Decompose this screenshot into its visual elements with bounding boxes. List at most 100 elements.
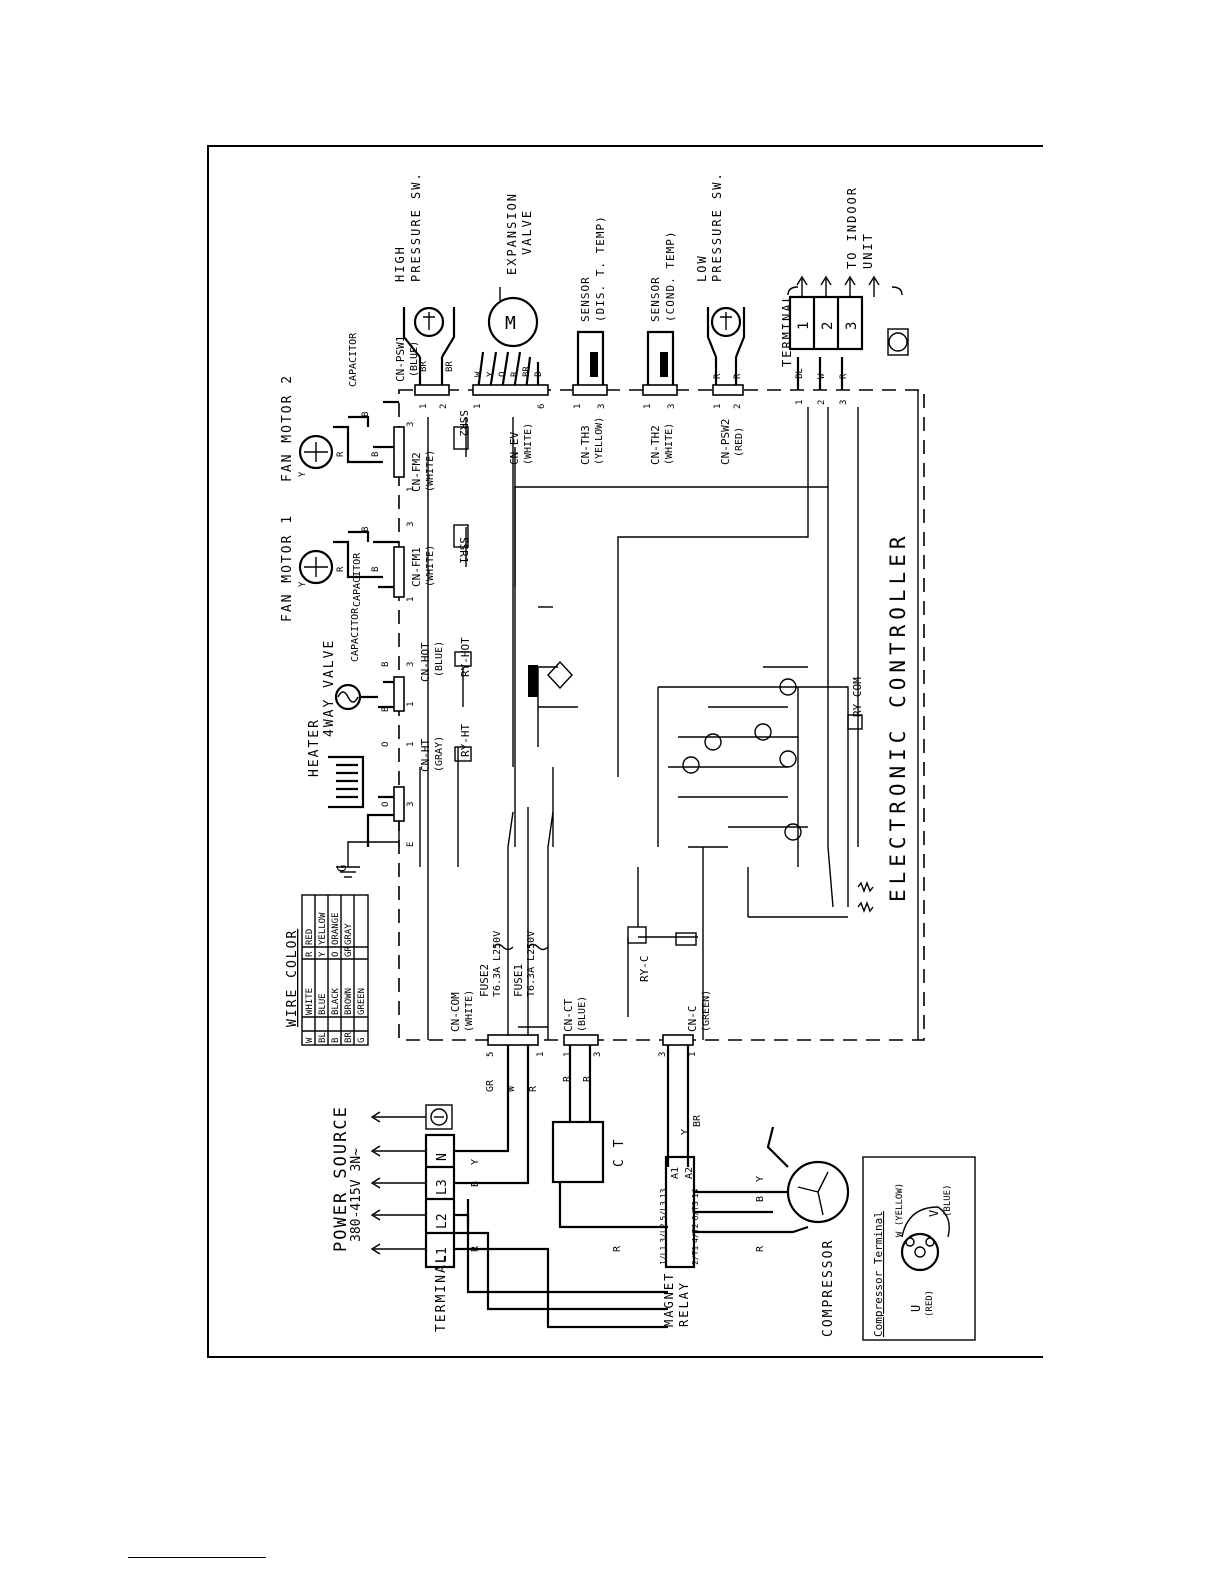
wc-r2c2: O bbox=[331, 952, 341, 957]
indoor-wire-bl: BL bbox=[795, 368, 805, 379]
comp-wire-r: R bbox=[755, 1245, 766, 1252]
compressor-label: COMPRESSOR bbox=[821, 1239, 836, 1337]
ev-wire-r: R bbox=[510, 371, 520, 377]
compressor-terminal-inset bbox=[862, 1156, 976, 1341]
ry-c-icon bbox=[627, 926, 647, 944]
low-pressure-switch-icon bbox=[710, 306, 742, 338]
wc-r0c0: W bbox=[305, 1037, 315, 1043]
cn-psw1-pin-1: 1 bbox=[419, 404, 429, 409]
fm1-wire-b: B bbox=[371, 567, 381, 572]
compressor-terminal-v: V bbox=[927, 1210, 941, 1217]
wc-r2c0: B bbox=[331, 1038, 341, 1043]
fm2-wire-r: R bbox=[336, 451, 346, 457]
ry-hot-icon bbox=[454, 651, 472, 667]
comp-wire-y: Y bbox=[755, 1176, 766, 1182]
terminal-l3: L3 bbox=[435, 1179, 450, 1195]
cn-ht-wire-o2: O bbox=[381, 742, 391, 747]
wc-r3c1: BROWN bbox=[344, 988, 354, 1015]
cn-ct-label: CN-CT bbox=[562, 999, 575, 1032]
expansion-valve-label-2: VALVE bbox=[520, 209, 534, 255]
cn-com-strip bbox=[487, 1034, 539, 1046]
cn-ct-pin-1: 1 bbox=[563, 1052, 573, 1057]
cn-com-pin-1: 1 bbox=[536, 1052, 546, 1057]
low-pressure-label-1: LOW bbox=[695, 254, 709, 282]
cn-ct-color: (BLUE) bbox=[577, 996, 588, 1032]
bridge-rectifier-icon bbox=[547, 660, 573, 690]
relay-pin-row-bottom: 2/T14/T26/T314 bbox=[691, 1188, 700, 1265]
cn-fm2-pin-3: 3 bbox=[406, 422, 416, 427]
c-wire-y: Y bbox=[680, 1129, 691, 1135]
earth-terminal-icon bbox=[430, 1108, 448, 1126]
diagram-frame bbox=[207, 145, 1043, 1358]
ev-wire-br: BR bbox=[522, 366, 532, 377]
to-indoor-label-1: TO INDOOR bbox=[845, 186, 859, 269]
resistor-2-icon bbox=[857, 901, 874, 913]
cn-th3-color: (YELLOW) bbox=[594, 417, 605, 465]
cn-c-strip bbox=[662, 1034, 694, 1046]
fm1-wire-b2: B bbox=[361, 527, 371, 532]
fm1-wire-r: R bbox=[336, 566, 346, 572]
cn-psw2-label: CN-PSW2 bbox=[719, 419, 732, 465]
power-input-arrows bbox=[370, 1111, 426, 1255]
power-source-label: POWER SOURCE bbox=[331, 1105, 351, 1252]
cn-psw1-strip bbox=[414, 384, 450, 396]
indoor-terminal-1: 1 bbox=[796, 322, 812, 330]
cn-fm1-pin-1: 1 bbox=[406, 597, 416, 602]
sensor-dis-label-1: SENSOR bbox=[579, 276, 592, 322]
cn-c-color: (GREEN) bbox=[701, 990, 712, 1032]
cn-psw2-wire-r2: R bbox=[733, 373, 743, 379]
wc-r3c0: BR bbox=[344, 1032, 354, 1043]
ground-icon bbox=[336, 841, 399, 878]
comp-wire-b: B bbox=[755, 1196, 766, 1202]
rotated-labels: ELECTRONIC CONTROLLER POWER SOURCE 380-4… bbox=[280, 171, 953, 1337]
cn-hot-pin-3: 3 bbox=[406, 662, 416, 667]
sensor-dis-icon bbox=[590, 352, 598, 377]
terminal-n: N bbox=[435, 1153, 450, 1161]
wc-r2c1: BLACK bbox=[331, 987, 341, 1015]
cn-ct-strip bbox=[563, 1034, 599, 1046]
cn-psw1-label: CN-PSW1 bbox=[394, 336, 407, 382]
cn-psw1-color: (BLUE) bbox=[409, 341, 420, 377]
cn-fm1-label: CN-FM1 bbox=[410, 547, 423, 587]
wc-r3c2: GR bbox=[344, 946, 354, 957]
cn-psw1-pin-2: 2 bbox=[439, 404, 449, 409]
cn-c-pin-1: 1 bbox=[688, 1052, 698, 1057]
pin-labels: 5 1 1 3 3 1 3 1 O O 1 3 B B 1 3 1 3 Y R … bbox=[298, 361, 849, 1057]
connector-strips bbox=[393, 384, 744, 1046]
cn-th2-label: CN-TH2 bbox=[649, 425, 662, 465]
heater-label: HEATER bbox=[307, 718, 322, 777]
compressor-icon bbox=[786, 1160, 850, 1224]
heater-icon bbox=[328, 755, 365, 809]
cn-ht-label: CN-HT bbox=[419, 739, 432, 772]
cn-psw2-strip bbox=[712, 384, 744, 396]
indoor-earth-icon bbox=[888, 332, 908, 352]
indoor-pin-1: 1 bbox=[795, 400, 805, 405]
wc-r1c1: BLUE bbox=[318, 993, 328, 1015]
controller-wiring bbox=[398, 390, 919, 1040]
power-wire-w: W bbox=[506, 1085, 517, 1092]
ry-c-label: RY-C bbox=[638, 956, 651, 983]
transformer-icon bbox=[528, 665, 538, 697]
expansion-valve-label-1: EXPANSION bbox=[505, 192, 519, 275]
sensor-cond-label-1: SENSOR bbox=[649, 276, 662, 322]
magnet-relay-label-2: RELAY bbox=[677, 1281, 691, 1327]
ry-ht-icon bbox=[454, 746, 472, 762]
ct-wire-r2: R bbox=[582, 1075, 593, 1082]
fm1-wire-y: Y bbox=[298, 581, 308, 587]
indoor-pin-2: 2 bbox=[817, 400, 827, 405]
c-wire-br: BR bbox=[692, 1114, 703, 1127]
wc-r4c0: G bbox=[357, 1038, 367, 1043]
transistor-4-icon bbox=[682, 756, 700, 774]
compressor-terminal-w: W (YELLOW) bbox=[895, 1183, 905, 1237]
cn-ev-pin-1: 1 bbox=[473, 404, 483, 409]
ev-wire-o: O bbox=[498, 372, 508, 377]
compressor-terminal-heading: Compressor Terminal bbox=[872, 1211, 885, 1337]
ssr1-label: SSR1 bbox=[457, 537, 470, 564]
fan-motor-1-label: FAN MOTOR 1 bbox=[280, 514, 295, 622]
cn-th3-strip bbox=[572, 384, 608, 396]
cn-psw1-wire-br1: BR bbox=[419, 361, 429, 372]
cn-th3-pin-3: 3 bbox=[597, 404, 607, 409]
resistor-1-icon bbox=[857, 881, 874, 893]
cn-th2-pin-1: 1 bbox=[643, 404, 653, 409]
cn-c-pin-3: 3 bbox=[658, 1052, 668, 1057]
